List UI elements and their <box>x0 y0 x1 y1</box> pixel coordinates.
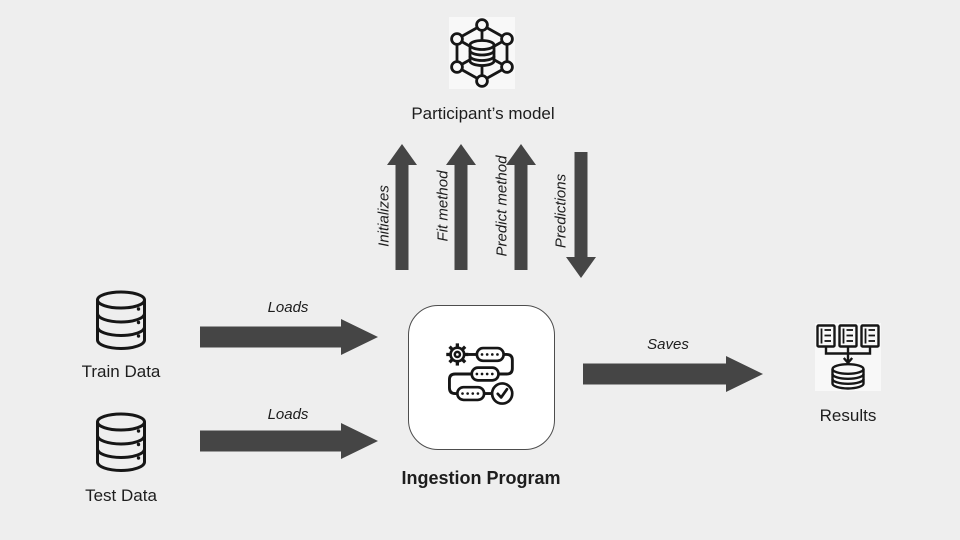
documents-to-database-icon <box>816 324 880 390</box>
loads-test-arrow <box>200 423 378 459</box>
fit-method-label: Fit method <box>434 170 452 242</box>
predict-method-arrow-up <box>506 144 536 270</box>
predictions-arrow-down <box>566 152 596 278</box>
train-database-icon <box>96 290 146 350</box>
saves-label: Saves <box>647 336 689 353</box>
network-model-icon <box>450 18 514 88</box>
initializes-arrow-up <box>387 144 417 270</box>
saves-arrow <box>583 356 763 392</box>
predict-method-label: Predict method <box>493 155 511 257</box>
test-database-icon <box>96 412 146 472</box>
results-label: Results <box>819 406 877 425</box>
initializes-label: Initializes <box>375 185 393 247</box>
pipeline-icon <box>446 343 514 405</box>
participant-model-label: Participant’s model <box>411 104 555 123</box>
test-data-label: Test Data <box>85 486 157 505</box>
loads-test-label: Loads <box>267 406 309 423</box>
predictions-label: Predictions <box>552 173 570 249</box>
fit-method-arrow-up <box>446 144 476 270</box>
train-data-label: Train Data <box>81 362 161 381</box>
loads-train-label: Loads <box>267 299 309 316</box>
ingestion-program-label: Ingestion Program <box>401 468 561 488</box>
loads-train-arrow <box>200 319 378 355</box>
